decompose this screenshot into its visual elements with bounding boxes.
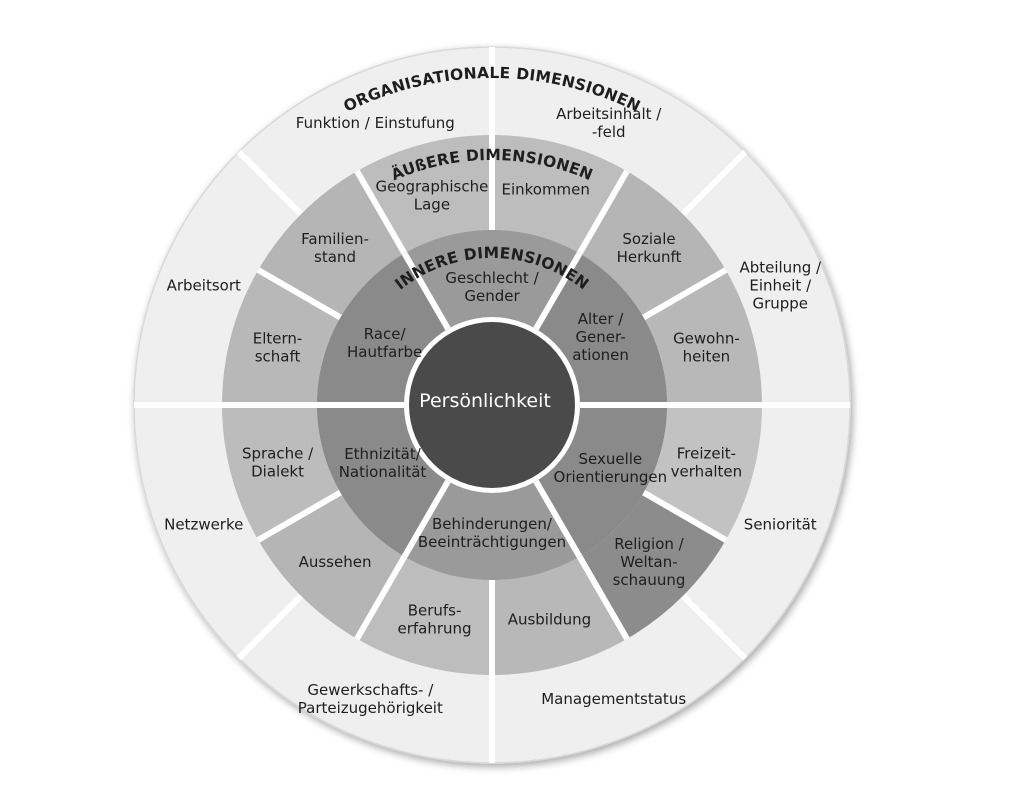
outer-segment — [579, 171, 726, 318]
inner-divider — [533, 479, 583, 559]
outer-segment-label: Religion /Weltan-schauung — [613, 535, 686, 589]
outer-divider — [354, 169, 408, 255]
inner-segment-label: Behinderungen/Beeinträchtigungen — [418, 515, 566, 551]
center-label: Persönlichkeit — [419, 390, 551, 412]
outer-segment-label: Freizeit-verhalten — [671, 444, 743, 480]
outer-segment-label: Sprache /Dialekt — [242, 444, 314, 480]
segment-labels: Funktion / Einstufung Arbeitsinhalt /-fel… — [164, 105, 822, 717]
organisational-divider — [236, 149, 304, 217]
core — [404, 317, 580, 493]
outer-divider — [642, 267, 728, 321]
org-gewerkschaft: Gewerkschafts- /Parteizugehörigkeit — [298, 681, 443, 717]
outer-divider — [256, 489, 342, 543]
inner-divider — [401, 251, 451, 331]
outer-segment-label: Gewohn-heiten — [673, 330, 740, 366]
inner-segment-label: Ethnizität/Nationalität — [339, 445, 427, 481]
outer-segment — [579, 492, 726, 639]
inner-segment — [317, 405, 448, 557]
inner-segment-label: Geschlecht /Gender — [445, 269, 539, 305]
inner-segment-label: Race/Hautfarbe — [347, 325, 422, 361]
outer-segment-label: Eltern-schaft — [253, 330, 303, 366]
inner-segment — [404, 230, 580, 329]
outer-segment-label: Einkommen — [501, 181, 589, 199]
inner-segment — [536, 405, 667, 557]
org-managementstatus: Managementstatus — [541, 690, 686, 708]
outer-divider — [256, 267, 342, 321]
outer-divider — [642, 489, 728, 543]
org-senioritaet: Seniorität — [744, 515, 817, 533]
org-arbeitsinhalt: Arbeitsinhalt /-feld — [556, 105, 662, 141]
outer-segment — [258, 171, 405, 318]
organisational-divider — [680, 593, 748, 661]
org-funktion: Funktion / Einstufung — [296, 114, 455, 132]
outer-segment-label: Ausbildung — [508, 610, 592, 628]
outer-segment — [258, 492, 405, 639]
organisational-divider — [680, 149, 748, 217]
outer-segment-label: Familien-stand — [301, 230, 369, 266]
inner-divider — [401, 479, 451, 559]
inner-segment — [404, 481, 580, 580]
core-disc — [409, 322, 575, 488]
outer-divider — [576, 555, 630, 641]
inner-segment — [317, 253, 448, 405]
org-abteilung: Abteilung /Einheit /Gruppe — [739, 259, 822, 313]
outer-segment-label: Aussehen — [299, 553, 372, 571]
outer-divider — [576, 169, 630, 255]
organisational-divider — [236, 593, 304, 661]
inner-segment — [536, 253, 667, 405]
outer-ring — [222, 135, 762, 675]
outer-divider — [354, 555, 408, 641]
inner-segment-label: Alter /Gener-ationen — [572, 310, 629, 364]
org-arbeitsort: Arbeitsort — [167, 277, 241, 295]
org-netzwerke: Netzwerke — [164, 515, 243, 533]
outer-segment-label: Berufs-erfahrung — [398, 601, 472, 637]
inner-divider — [533, 251, 583, 331]
